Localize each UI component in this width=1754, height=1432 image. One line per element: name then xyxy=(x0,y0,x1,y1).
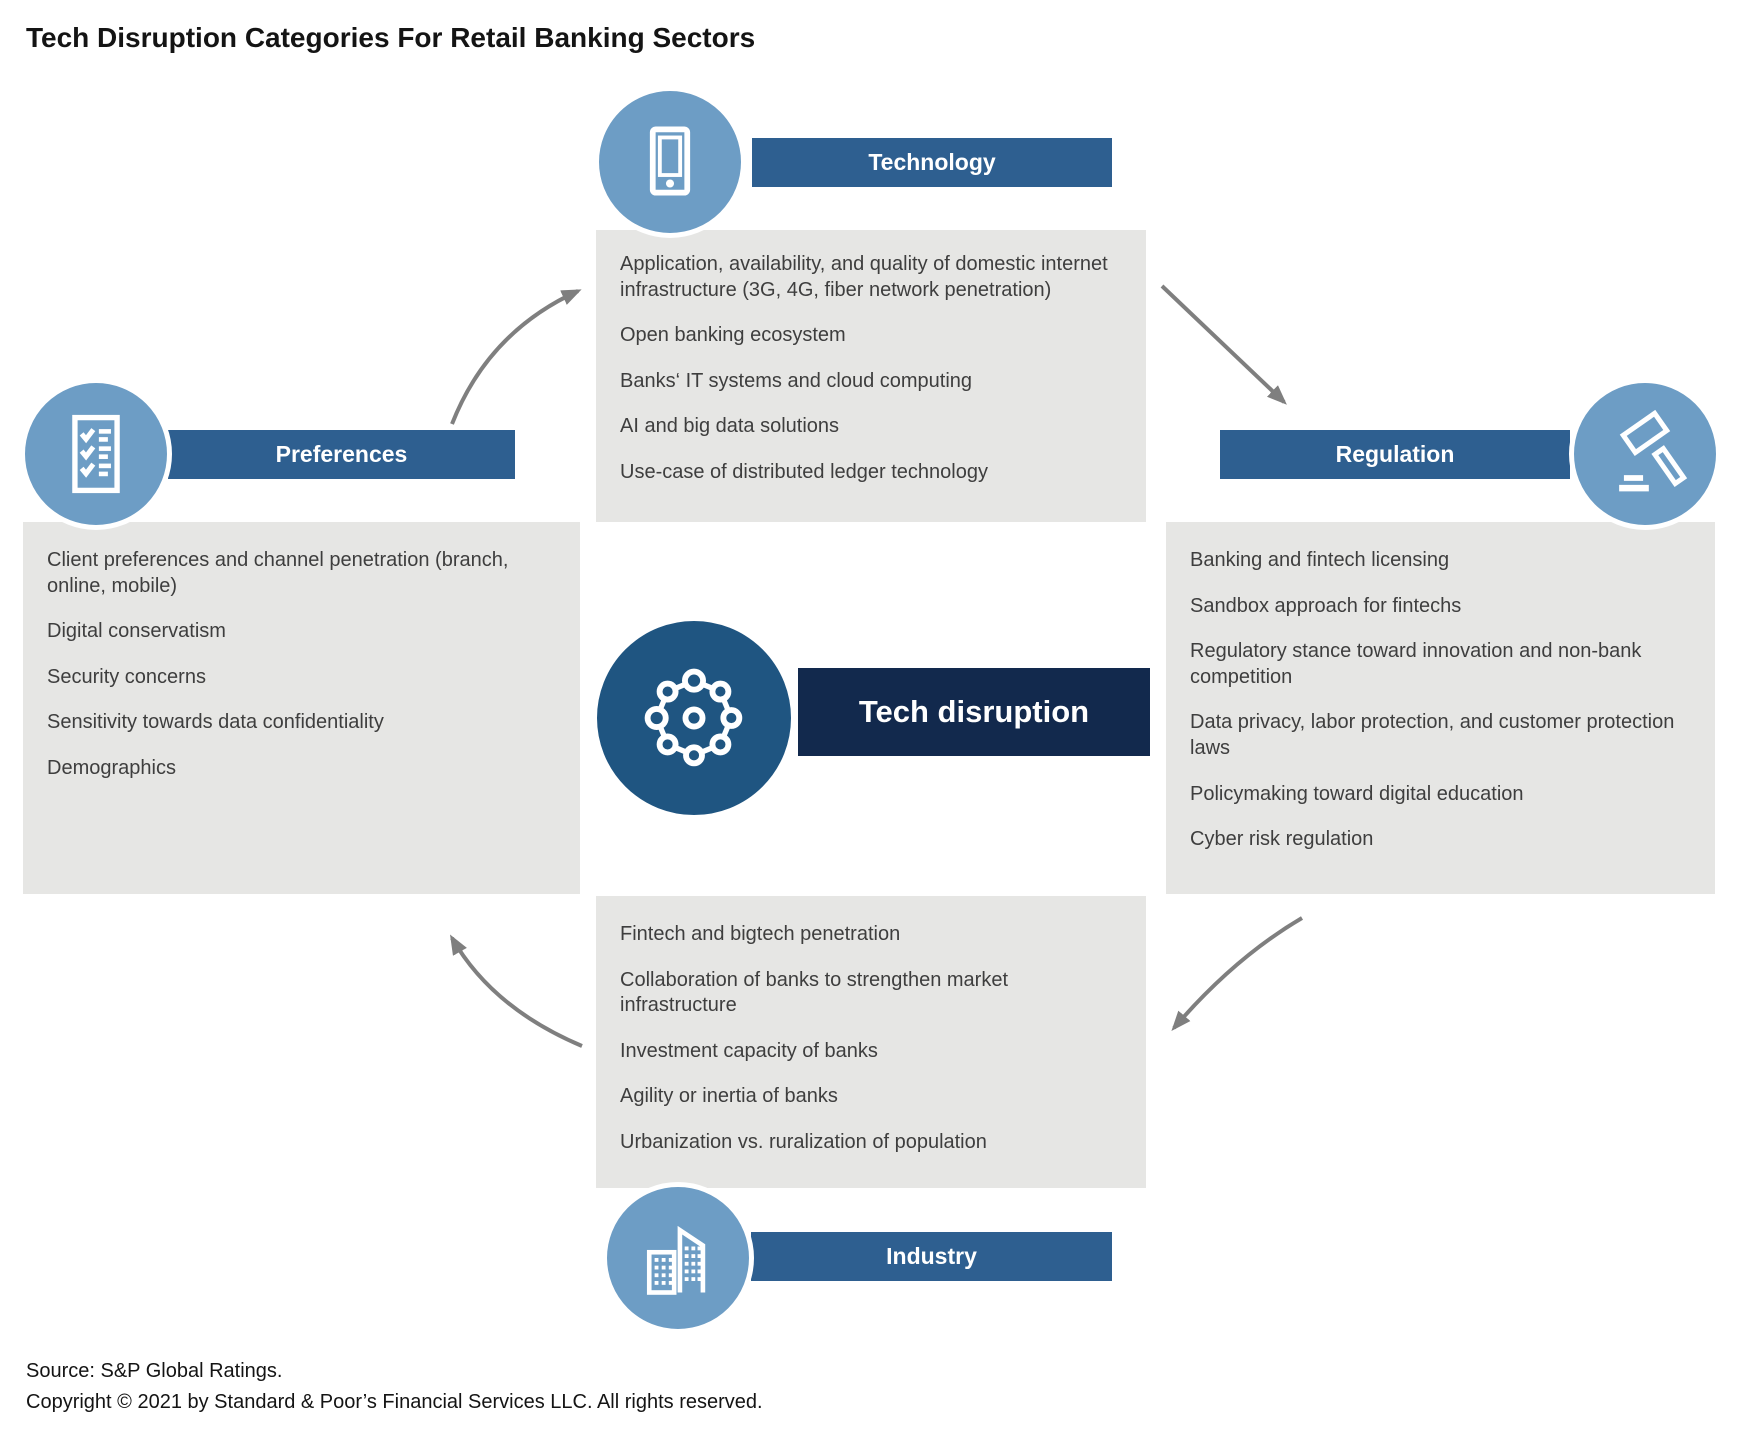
regulation-banner: Regulation xyxy=(1220,430,1570,479)
source-note: Source: S&P Global Ratings. xyxy=(26,1360,283,1382)
copyright-note: Copyright © 2021 by Standard & Poor’s Fi… xyxy=(26,1391,763,1413)
arrow-industry-to-preferences xyxy=(450,934,583,1048)
list-item: Agility or inertia of banks xyxy=(620,1085,838,1108)
smartphone-icon xyxy=(624,116,716,208)
list-item: Sandbox approach for fintechs xyxy=(1190,594,1462,617)
gavel-icon xyxy=(1599,408,1691,500)
arrow-regulation-to-industry xyxy=(1171,916,1304,1032)
list-item: Investment capacity of banks xyxy=(620,1039,878,1062)
list-item: Security concerns xyxy=(47,665,206,688)
list-item: Application, availability, and quality o… xyxy=(620,253,1108,301)
list-item: Cyber risk regulation xyxy=(1190,828,1374,851)
technology-item-list: Application, availability, and quality o… xyxy=(620,252,1120,486)
industry-banner: Industry xyxy=(751,1232,1112,1281)
preferences-circle xyxy=(20,378,172,530)
list-item: Banks‘ IT systems and cloud computing xyxy=(620,369,973,392)
regulation-banner-label: Regulation xyxy=(1335,441,1455,467)
list-item: Urbanization vs. ruralization of populat… xyxy=(620,1130,987,1153)
list-item: Fintech and bigtech penetration xyxy=(620,923,901,945)
arrow-preferences-to-technology xyxy=(450,289,582,425)
list-item: Use-case of distributed ledger technolog… xyxy=(620,460,988,483)
page-title: Tech Disruption Categories For Retail Ba… xyxy=(26,22,756,53)
technology-circle xyxy=(594,86,746,238)
regulation-circle xyxy=(1569,378,1721,530)
list-item: Collaboration of banks to strengthen mar… xyxy=(620,968,1008,1017)
list-item: Demographics xyxy=(47,756,176,779)
footer: Source: S&P Global Ratings. Copyright © … xyxy=(26,1356,763,1418)
technology-items-box: Application, availability, and quality o… xyxy=(596,230,1146,522)
list-item: Client preferences and channel penetrati… xyxy=(47,549,509,597)
buildings-icon xyxy=(632,1212,724,1304)
checklist-icon xyxy=(50,408,142,500)
technology-banner: Technology xyxy=(752,138,1112,187)
list-item: Banking and fintech licensing xyxy=(1190,549,1450,571)
preferences-items-box: Client preferences and channel penetrati… xyxy=(23,522,580,894)
list-item: Policymaking toward digital education xyxy=(1190,782,1524,805)
tech-disruption-label: Tech disruption xyxy=(858,694,1090,729)
list-item: Open banking ecosystem xyxy=(620,324,846,347)
network-nodes-icon xyxy=(630,654,758,782)
list-item: Digital conservatism xyxy=(47,620,226,643)
preferences-item-list: Client preferences and channel penetrati… xyxy=(47,548,550,782)
tech-disruption-banner: Tech disruption xyxy=(798,668,1150,756)
tech-disruption-circle xyxy=(591,615,797,821)
preferences-banner: Preferences xyxy=(168,430,515,479)
list-item: Sensitivity towards data confidentiality xyxy=(47,711,384,734)
technology-banner-label: Technology xyxy=(868,149,996,175)
industry-banner-label: Industry xyxy=(886,1243,977,1269)
list-item: Data privacy, labor protection, and cust… xyxy=(1190,711,1675,759)
list-item: Regulatory stance toward innovation and … xyxy=(1190,640,1642,688)
list-item: AI and big data solutions xyxy=(620,415,840,438)
arrow-technology-to-regulation xyxy=(1160,284,1287,405)
industry-circle xyxy=(602,1182,754,1334)
preferences-banner-label: Preferences xyxy=(275,441,408,467)
